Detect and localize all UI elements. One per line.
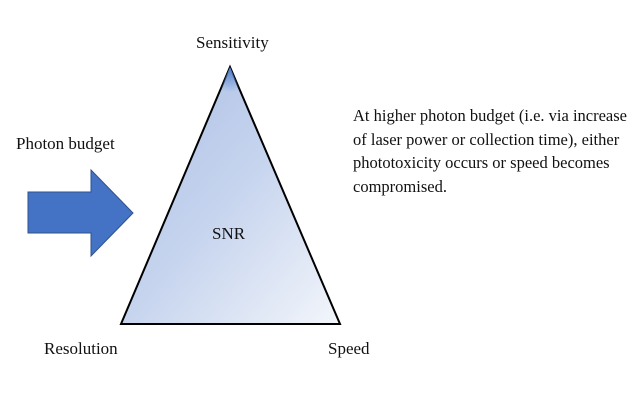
description-text: At higher photon budget (i.e. via increa… [353, 106, 627, 196]
photon-budget-arrow [27, 168, 134, 258]
label-snr: SNR [212, 224, 246, 243]
label-photon-budget: Photon budget [16, 134, 115, 153]
triangle-apex-shade [121, 67, 340, 324]
label-speed: Speed [328, 339, 370, 358]
label-sensitivity: Sensitivity [196, 33, 269, 52]
label-resolution: Resolution [44, 339, 118, 358]
